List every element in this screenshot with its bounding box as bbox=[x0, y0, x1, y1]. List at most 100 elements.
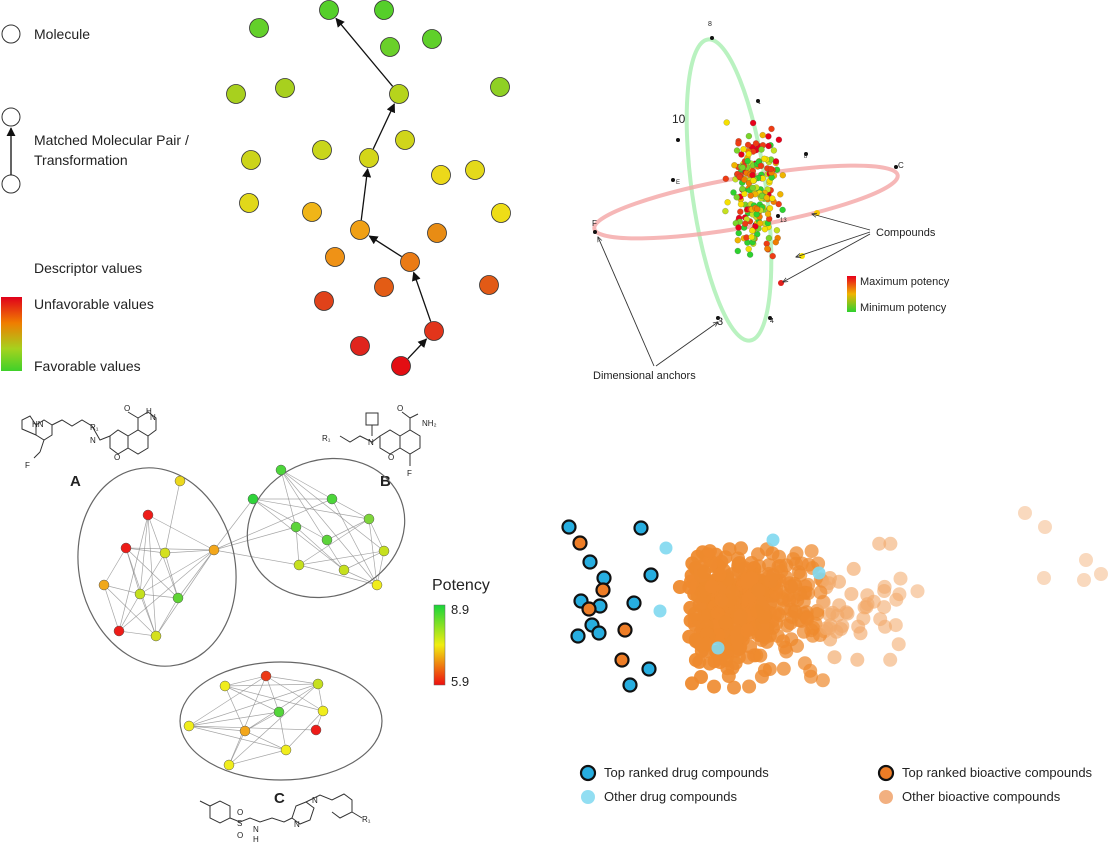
network-edge-19 bbox=[155, 549, 215, 637]
ring-a5 bbox=[127, 411, 157, 437]
min-potency-label: Minimum potency bbox=[860, 302, 947, 314]
compound-point bbox=[765, 235, 773, 242]
network-edge-20 bbox=[103, 584, 141, 595]
compound-point bbox=[761, 155, 768, 162]
network-edge-11 bbox=[125, 547, 179, 599]
other-bioactive-point bbox=[780, 618, 795, 633]
other-bioactive-point bbox=[883, 536, 898, 551]
network-edge-35 bbox=[280, 469, 345, 571]
anchor-label-8: 13 bbox=[780, 218, 787, 224]
panel-mmp: Molecule Matched Molecular Pair / Transf… bbox=[1, 0, 511, 376]
compound-point bbox=[734, 247, 741, 255]
molecule-node-14 bbox=[431, 165, 451, 185]
network-edge-6 bbox=[147, 514, 157, 637]
network-node-25 bbox=[273, 706, 285, 718]
network-edge-29 bbox=[252, 498, 328, 541]
other-bioactive-point bbox=[1079, 553, 1093, 567]
anchor-label-4: F bbox=[592, 219, 597, 228]
other-bioactive-point bbox=[766, 568, 781, 583]
network-node-1 bbox=[174, 475, 186, 487]
network-edge-72 bbox=[244, 730, 287, 751]
compound-point bbox=[735, 230, 742, 237]
molecule-node-1 bbox=[249, 18, 269, 38]
legend-other-bioactive-symbol bbox=[879, 790, 893, 804]
other-bioactive-point bbox=[727, 680, 741, 695]
network-edge-39 bbox=[295, 526, 300, 566]
network-edge-22 bbox=[103, 584, 157, 637]
mmp-transformation-arrows bbox=[335, 17, 432, 360]
other-bioactive-point bbox=[872, 536, 887, 551]
network-edge-3 bbox=[139, 514, 149, 595]
network-node-10 bbox=[150, 630, 162, 642]
scatter-legend: Top ranked drug compounds Other drug com… bbox=[579, 764, 1093, 804]
network-edge-71 bbox=[285, 710, 324, 751]
network-edge-47 bbox=[376, 550, 385, 586]
other-bioactive-point bbox=[1077, 573, 1091, 587]
other-drug-point bbox=[659, 541, 673, 555]
compound-point bbox=[772, 239, 779, 246]
network-edge-60 bbox=[188, 683, 319, 727]
potency-legend-3d: Maximum potency Minimum potency bbox=[847, 276, 950, 314]
network-edge-9 bbox=[103, 547, 127, 586]
compound-point bbox=[747, 192, 754, 199]
compound-point bbox=[761, 226, 769, 233]
network-edge-23 bbox=[139, 593, 179, 599]
network-edge-56 bbox=[224, 683, 319, 687]
legend-unfavorable-label: Unfavorable values bbox=[34, 296, 154, 312]
compounds-callout: Compounds bbox=[783, 214, 936, 282]
compound-point bbox=[775, 201, 782, 208]
network-edge-36 bbox=[280, 469, 378, 586]
network-edge-69 bbox=[278, 711, 287, 751]
other-bioactive-point bbox=[839, 605, 854, 620]
c-n2-label: N bbox=[294, 820, 300, 829]
network-edge-1 bbox=[164, 480, 181, 554]
network-node-30 bbox=[223, 759, 235, 771]
molecule-legend-symbol bbox=[1, 24, 21, 44]
network-edge-44 bbox=[368, 518, 378, 586]
other-bioactive-point bbox=[776, 661, 791, 676]
compound-point bbox=[748, 233, 755, 241]
compound-point bbox=[733, 194, 740, 201]
network-edge-64 bbox=[188, 711, 280, 727]
a-n2-label: N bbox=[90, 436, 96, 445]
compound-point bbox=[745, 245, 752, 253]
ring-b2 bbox=[399, 429, 421, 455]
molecule-node-23 bbox=[374, 277, 394, 297]
compound-point bbox=[770, 147, 778, 154]
c-n3-label: N bbox=[312, 796, 318, 805]
label-c: C bbox=[274, 790, 285, 807]
mmp-legend-top-node bbox=[1, 107, 21, 127]
other-bioactive-point bbox=[779, 570, 794, 585]
network-edge-2 bbox=[147, 514, 215, 551]
descriptor-gradient-bar bbox=[1, 297, 22, 371]
other-bioactive-point bbox=[734, 541, 748, 556]
other-bioactive-point bbox=[1037, 571, 1051, 585]
legend-mmp-line1: Matched Molecular Pair / bbox=[34, 132, 189, 148]
other-bioactive-point bbox=[712, 567, 727, 582]
network-edge-51 bbox=[265, 675, 319, 685]
dimensional-anchors-label: Dimensional anchors bbox=[593, 370, 696, 382]
anchor-dot-4 bbox=[593, 230, 597, 234]
legend-top-drug-symbol bbox=[579, 764, 597, 782]
ring-a3 bbox=[109, 429, 129, 455]
compound-point bbox=[765, 133, 772, 140]
top-drug-point bbox=[643, 567, 659, 583]
compound-point bbox=[735, 224, 742, 231]
legend-favorable-label: Favorable values bbox=[34, 358, 141, 374]
other-bioactive-point bbox=[825, 605, 840, 620]
a-f-label: F bbox=[25, 461, 30, 470]
compound-point bbox=[733, 147, 741, 154]
mmp-legend-bottom-node bbox=[1, 174, 21, 194]
other-bioactive-point bbox=[742, 679, 757, 694]
molecule-node-3 bbox=[374, 0, 394, 20]
network-edge-21 bbox=[103, 584, 120, 632]
other-bioactive-point bbox=[765, 546, 780, 561]
molecule-node-10 bbox=[312, 140, 332, 160]
molecule-node-27 bbox=[350, 336, 370, 356]
ring-c1 bbox=[209, 800, 231, 824]
a-h-label: H bbox=[146, 407, 152, 416]
panel-network: HN O H N N R₁ F O A NH₂ O N R₁ O F B C bbox=[21, 404, 490, 844]
structure-b bbox=[339, 411, 421, 466]
ring-b1 bbox=[379, 429, 401, 455]
